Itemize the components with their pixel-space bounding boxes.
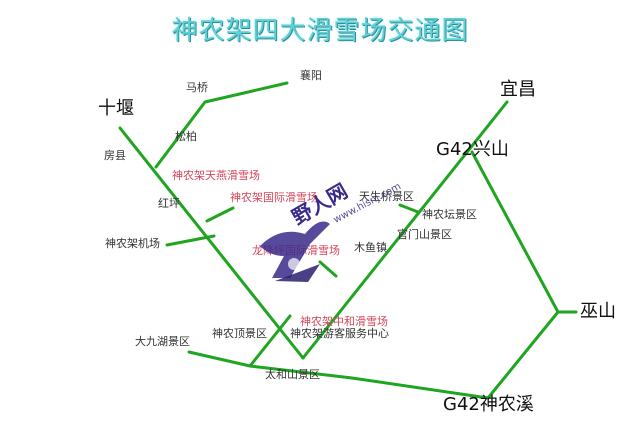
road-guoji-branch [205,206,235,223]
place-dajiuhu: 大九湖景区 [135,335,190,348]
place-xiangyang: 襄阳 [300,69,322,82]
place-tianshengqiao: 天生桥景区 [359,190,414,203]
road-xiangyang [154,81,289,169]
road-shiyan-main [118,126,305,360]
ski-resort-longjiangping: 龙降坪国际滑雪场 [252,244,340,257]
ski-resort-tianyan: 神农架天燕滑雪场 [172,169,260,182]
road-longjiangping-branch [318,260,338,278]
place-wushan: 巫山 [580,301,616,322]
place-maqiao: 马桥 [186,81,208,94]
place-g42-xingshan: G42兴山 [436,139,509,160]
place-songbai: 松柏 [175,130,197,143]
place-fangxian: 房县 [104,149,126,162]
road-tianshengqiao-branch [398,203,420,214]
place-shennongtan: 神农坛景区 [422,208,477,221]
road-airport-branch [165,234,216,247]
ski-resort-guoji: 神农架国际滑雪场 [230,191,318,204]
road-bottom [187,350,490,400]
place-hongping: 红坪 [158,197,180,210]
place-shennongding: 神农顶景区 [212,327,267,340]
place-muyuzhen: 木鱼镇 [354,241,387,254]
place-guanmenshan: 官门山景区 [397,228,452,241]
place-visitor-center: 神农架游客服务中心 [290,327,389,340]
road-yichang [301,100,509,360]
place-taiheshan: 太和山景区 [265,368,320,381]
map-title: 神农架四大滑雪场交通图 [171,16,469,46]
place-airport: 神农架机场 [105,237,160,250]
road-wushan [470,150,560,400]
road-shennongding [248,314,292,368]
place-yichang: 宜昌 [500,79,536,100]
ski-resort-zhonghe: 神农架中和滑雪场 [300,315,388,328]
place-shiyan: 十堰 [98,98,134,119]
place-g42-shennongxi: G42神农溪 [443,394,534,415]
